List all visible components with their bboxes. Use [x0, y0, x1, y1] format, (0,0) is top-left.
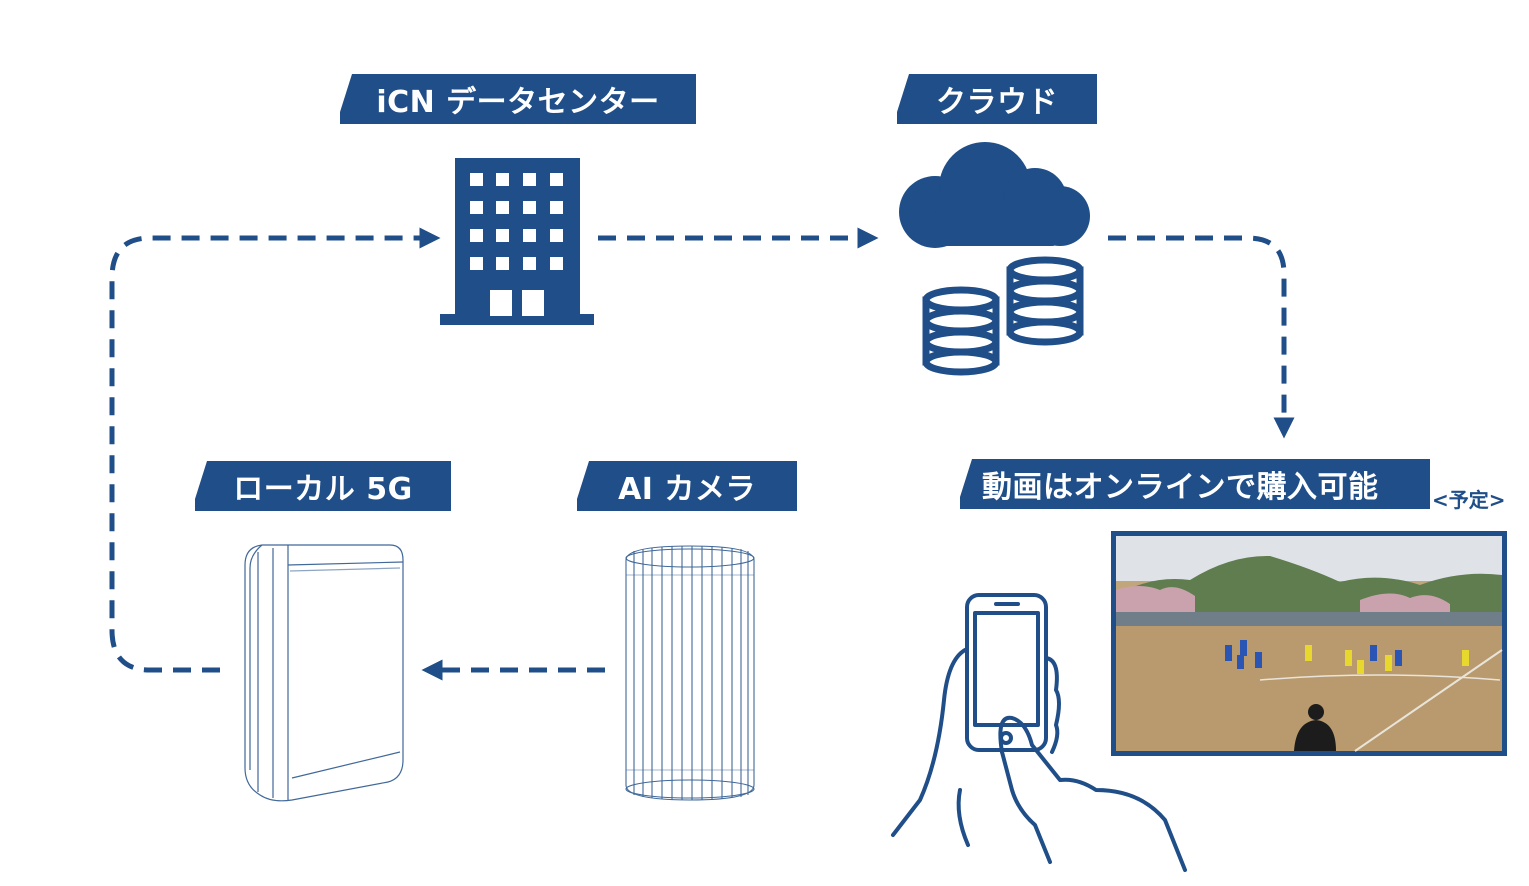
office-building-icon: [440, 158, 594, 325]
label-datacenter: iCN データセンター: [340, 74, 696, 124]
smartphone-hand-icon: [891, 593, 1187, 872]
local-5g-device-icon: [244, 544, 404, 802]
database-icon: [922, 256, 1084, 376]
cloud-icon: [899, 142, 1090, 248]
planned-note: <予定>: [1432, 488, 1506, 512]
label-cloud: クラウド: [897, 74, 1097, 124]
label-online-video: 動画はオンラインで購入可能: [960, 459, 1430, 509]
edge-5g-to-datacenter: [109, 227, 441, 673]
label-local-5g: ローカル 5G: [195, 461, 451, 511]
ai-camera-icon: [625, 545, 755, 801]
edge-cloud-to-video: [1108, 235, 1295, 439]
video-thumbnail[interactable]: [1111, 531, 1507, 756]
label-ai-camera: AI カメラ: [577, 461, 797, 511]
